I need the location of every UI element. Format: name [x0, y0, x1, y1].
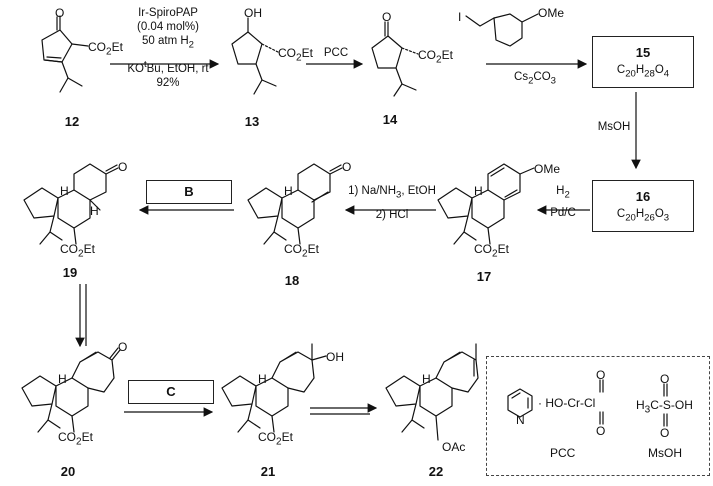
- cond-catalyst: Ir-SpiroPAP: [138, 7, 198, 19]
- reagent-legend: [486, 356, 710, 476]
- pcc-formula: · HO-Cr-Cl: [538, 396, 596, 410]
- conditions-step6: 1) Na/NH3, EtOH 2) HCl: [344, 184, 440, 222]
- ester-17: CO2Et: [474, 242, 509, 260]
- cond-pressure: 50 atm H2: [142, 35, 194, 51]
- structure-13: [231, 17, 279, 95]
- structure-14: [371, 21, 419, 97]
- unknown-reagent-B: B: [146, 180, 232, 204]
- ester-13: CO2Et: [278, 46, 313, 64]
- compound-label-13: 13: [244, 114, 260, 129]
- compound-label-12: 12: [64, 114, 80, 129]
- ester-12: CO2Et: [88, 40, 123, 58]
- box-16-formula: C20H26O3: [616, 208, 670, 224]
- atom-O-20: O: [118, 340, 128, 354]
- atom-OMe-17: OMe: [534, 162, 561, 176]
- structure-22: [385, 343, 479, 441]
- legend-pcc-name: PCC: [550, 446, 576, 460]
- atom-N-pyridine: N: [516, 413, 525, 427]
- ester-20: CO2Et: [58, 430, 93, 448]
- structure-12: [41, 15, 89, 93]
- compound-label-20: 20: [60, 464, 76, 479]
- structure-18: [247, 163, 343, 245]
- msoh-formula: H3C-S-OH: [636, 398, 693, 416]
- compound-label-19: 19: [62, 265, 78, 280]
- box-16-number: 16: [635, 189, 651, 204]
- conditions-step3: Cs2CO3: [514, 71, 556, 87]
- atom-OMe-reagent: OMe: [538, 6, 565, 20]
- ester-21: CO2Et: [258, 430, 293, 448]
- pyridine-structure: [507, 388, 533, 418]
- atom-H2-19: H: [90, 204, 99, 218]
- cond-pdc: Pd/C: [550, 207, 576, 220]
- box-15-formula: C20H28O4: [616, 64, 670, 80]
- compound-label-18: 18: [284, 273, 300, 288]
- conditions-step1: Ir-SpiroPAP (0.04 mol%) 50 atm H2 KOtBu,…: [118, 6, 218, 90]
- atom-H-18: H: [284, 184, 293, 198]
- atom-H-17: H: [474, 184, 483, 198]
- sulfur-bonds: [663, 383, 668, 427]
- conditions-step5: H2 Pd/C: [538, 184, 588, 220]
- structure-20: [21, 347, 121, 433]
- atom-OAc-22: OAc: [442, 440, 466, 454]
- atom-O-12: O: [55, 6, 65, 20]
- compound-label-22: 22: [428, 464, 444, 479]
- ester-14: CO2Et: [418, 48, 453, 66]
- atom-H-19: H: [60, 184, 69, 198]
- atom-O-s-top: O: [660, 372, 670, 386]
- compound-label-14: 14: [382, 112, 398, 127]
- unknown-reagent-C: C: [128, 380, 214, 404]
- chromium-bonds: [599, 379, 604, 425]
- atom-OH-21: OH: [326, 350, 344, 364]
- structure-17: [437, 163, 535, 245]
- structure-19: [23, 163, 119, 245]
- ester-18: CO2Et: [284, 242, 319, 260]
- box-15: 15 C20H28O4: [592, 36, 694, 88]
- conditions-step2: PCC: [323, 47, 349, 59]
- box-15-number: 15: [635, 45, 651, 60]
- atom-H-20: H: [58, 372, 67, 386]
- atom-O-19: O: [118, 160, 128, 174]
- box-16: 16 C20H26O3: [592, 180, 694, 232]
- atom-I: I: [458, 10, 462, 24]
- legend-msoh-name: MsOH: [648, 446, 682, 460]
- cond-birch: 1) Na/NH3, EtOH: [348, 185, 436, 201]
- compound-label-17: 17: [476, 269, 492, 284]
- atom-O-14: O: [382, 10, 392, 24]
- atom-O-cr-top: O: [596, 368, 606, 382]
- atom-H-22: H: [422, 372, 431, 386]
- atom-O-cr-bottom: O: [596, 424, 606, 438]
- cond-yield: 92%: [156, 77, 180, 90]
- conditions-step4: MsOH: [597, 121, 631, 133]
- atom-H-21: H: [258, 372, 267, 386]
- ester-19: CO2Et: [60, 242, 95, 260]
- cond-loading: (0.04 mol%): [137, 21, 199, 33]
- cond-h2: H2: [556, 185, 570, 201]
- aryl-iodide-reagent: [465, 13, 539, 47]
- cond-hcl: 2) HCl: [375, 209, 409, 222]
- compound-label-21: 21: [260, 464, 276, 479]
- atom-O-18: O: [342, 160, 352, 174]
- atom-OH-13: OH: [244, 6, 262, 20]
- cond-base: KOtBu, EtOH, rt: [127, 59, 209, 76]
- atom-O-s-bottom: O: [660, 426, 670, 440]
- structure-21: [221, 343, 327, 433]
